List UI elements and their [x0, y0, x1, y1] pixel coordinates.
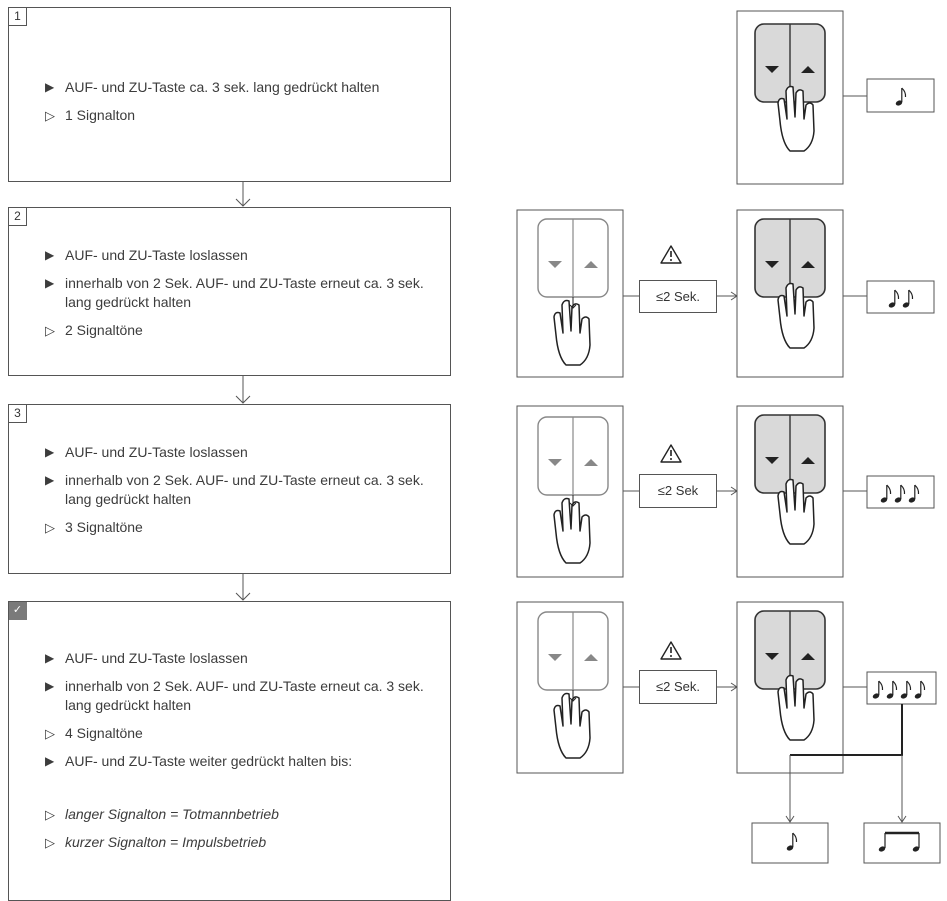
- step-number-badge: 1: [9, 8, 27, 26]
- result-item: ▷1 Signalton: [45, 107, 136, 123]
- switch-release-illustration: [516, 405, 624, 578]
- result-item: ▷4 Signaltöne: [45, 725, 143, 741]
- signal-tone-box: [866, 671, 937, 705]
- warning-triangle-icon: [660, 444, 682, 463]
- timing-box: ≤2 Sek: [639, 474, 717, 508]
- switch-press-illustration: [736, 209, 844, 378]
- switch-release-illustration: [516, 601, 624, 774]
- action-item: ▶innerhalb von 2 Sek. AUF- und ZU-Taste …: [45, 678, 424, 713]
- switch-press-illustration: [736, 10, 844, 185]
- action-item: ▶AUF- und ZU-Taste loslassen: [45, 650, 248, 666]
- result-marker-icon: ▷: [45, 520, 55, 535]
- result-item: ▷2 Signaltöne: [45, 322, 143, 338]
- branch-lines: [785, 704, 907, 823]
- switch-press-illustration: [736, 405, 844, 578]
- result-marker-icon: ▷: [45, 807, 55, 822]
- action-item: ▶AUF- und ZU-Taste ca. 3 sek. lang gedrü…: [45, 79, 380, 95]
- action-item: ▶AUF- und ZU-Taste weiter gedrückt halte…: [45, 753, 353, 769]
- instruction-list: ▶AUF- und ZU-Taste loslassen ▶innerhalb …: [45, 443, 440, 546]
- action-marker-icon: ▶: [45, 651, 55, 665]
- action-item: ▶innerhalb von 2 Sek. AUF- und ZU-Taste …: [45, 472, 424, 507]
- action-item: ▶innerhalb von 2 Sek. AUF- und ZU-Taste …: [45, 275, 424, 310]
- warning-triangle-icon: [660, 641, 682, 660]
- action-marker-icon: ▶: [45, 276, 55, 290]
- short-signal-box: [863, 822, 941, 864]
- switch-press-illustration: [736, 601, 844, 774]
- signal-tone-box: [866, 475, 935, 509]
- result-item: ▷kurzer Signalton = Impulsbetrieb: [45, 834, 267, 850]
- action-marker-icon: ▶: [45, 679, 55, 693]
- signal-tone-box: [866, 78, 935, 113]
- action-item: ▶AUF- und ZU-Taste loslassen: [45, 444, 248, 460]
- result-marker-icon: ▷: [45, 835, 55, 850]
- action-marker-icon: ▶: [45, 80, 55, 94]
- check-badge: ✓: [9, 602, 27, 620]
- step-number-badge: 2: [9, 208, 27, 226]
- switch-release-illustration: [516, 209, 624, 378]
- signal-tone-box: [866, 280, 935, 314]
- long-signal-box: [751, 822, 829, 864]
- action-marker-icon: ▶: [45, 754, 55, 768]
- result-marker-icon: ▷: [45, 726, 55, 741]
- step-box-2: 2 ▶AUF- und ZU-Taste loslassen ▶innerhal…: [8, 207, 451, 376]
- step-number-badge: 3: [9, 405, 27, 423]
- timing-box: ≤2 Sek.: [639, 670, 717, 704]
- result-marker-icon: ▷: [45, 323, 55, 338]
- result-item: ▷3 Signaltöne: [45, 519, 143, 535]
- action-marker-icon: ▶: [45, 248, 55, 262]
- step-box-1: 1 ▶AUF- und ZU-Taste ca. 3 sek. lang ged…: [8, 7, 451, 182]
- action-item: ▶AUF- und ZU-Taste loslassen: [45, 247, 248, 263]
- step-box-3: 3 ▶AUF- und ZU-Taste loslassen ▶innerhal…: [8, 404, 451, 574]
- instruction-list: ▶AUF- und ZU-Taste loslassen ▶innerhalb …: [45, 246, 440, 349]
- result-marker-icon: ▷: [45, 108, 55, 123]
- timing-box: ≤2 Sek.: [639, 280, 717, 313]
- step-box-4: ✓ ▶AUF- und ZU-Taste loslassen ▶innerhal…: [8, 601, 451, 901]
- warning-triangle-icon: [660, 245, 682, 264]
- instruction-list: ▶AUF- und ZU-Taste ca. 3 sek. lang gedrü…: [45, 78, 379, 134]
- action-marker-icon: ▶: [45, 473, 55, 487]
- result-item: ▷langer Signalton = Totmannbetrieb: [45, 806, 279, 822]
- instruction-list: ▶AUF- und ZU-Taste loslassen ▶innerhalb …: [45, 649, 440, 861]
- action-marker-icon: ▶: [45, 445, 55, 459]
